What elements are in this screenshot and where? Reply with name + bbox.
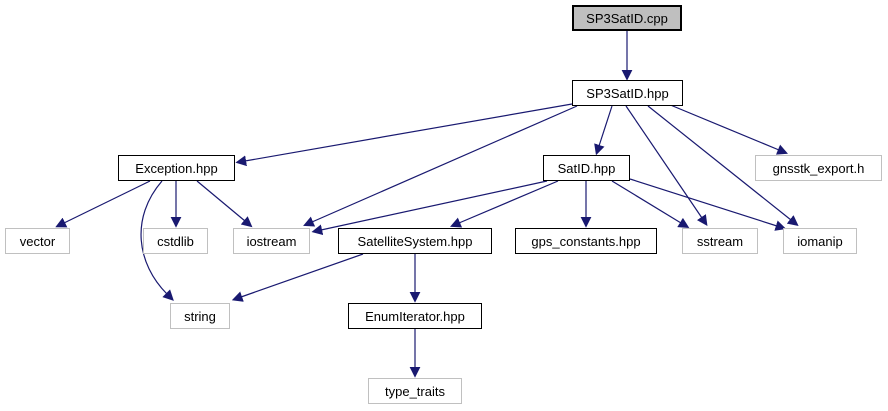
edge-satid-hpp-to-iomanip	[629, 178, 787, 231]
node-iomanip: iomanip	[783, 228, 857, 254]
edge-sp3satid-hpp-to-satid-hpp	[594, 105, 613, 156]
edge-exception-hpp-to-vector	[55, 180, 151, 228]
node-satellitesystem-hpp[interactable]: SatelliteSystem.hpp	[338, 228, 492, 254]
node-sp3satid-hpp[interactable]: SP3SatID.hpp	[572, 80, 683, 106]
node-gps-constants-hpp[interactable]: gps_constants.hpp	[515, 228, 657, 254]
edge-sp3satid-hpp-to-sstream	[625, 105, 708, 227]
edge-sp3satid-hpp-to-iomanip	[647, 105, 799, 227]
node-gnsstk-export-h: gnsstk_export.h	[755, 155, 882, 181]
edge-sp3satid-hpp-to-iostream	[303, 105, 578, 227]
edge-exception-hpp-to-iostream	[196, 180, 253, 228]
node-iostream: iostream	[233, 228, 310, 254]
edge-satid-hpp-to-iostream	[311, 180, 548, 236]
edge-sp3satid-hpp-to-gnsstk-export-h	[667, 103, 788, 155]
node-exception-hpp[interactable]: Exception.hpp	[118, 155, 235, 181]
node-cstdlib: cstdlib	[143, 228, 208, 254]
edge-exception-hpp-to-string	[140, 180, 174, 301]
edge-satid-hpp-to-satellitesystem-hpp	[450, 180, 559, 228]
edge-satid-hpp-to-sstream	[611, 180, 690, 229]
node-type-traits: type_traits	[368, 378, 462, 404]
node-sstream: sstream	[682, 228, 758, 254]
node-satid-hpp[interactable]: SatID.hpp	[543, 155, 630, 181]
node-enumiterator-hpp[interactable]: EnumIterator.hpp	[348, 303, 482, 329]
node-sp3satid-cpp: SP3SatID.cpp	[572, 5, 682, 31]
node-string: string	[170, 303, 230, 329]
edge-sp3satid-hpp-to-exception-hpp	[235, 103, 573, 167]
edge-satellitesystem-hpp-to-string	[231, 253, 364, 302]
node-vector: vector	[5, 228, 70, 254]
